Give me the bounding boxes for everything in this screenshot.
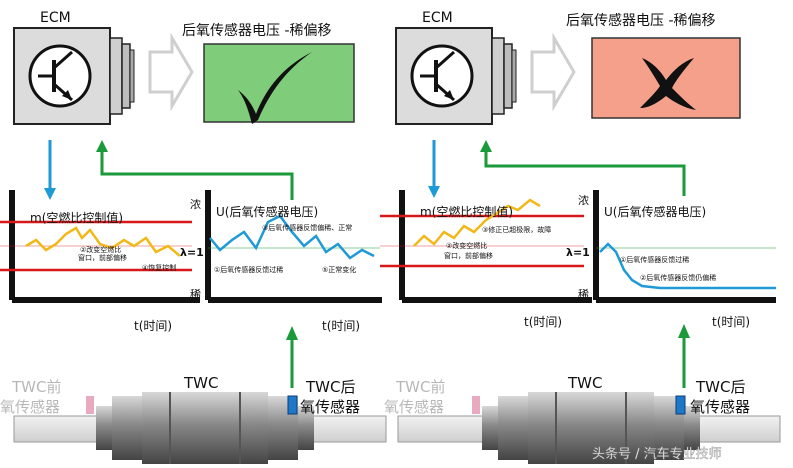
uchart-to-ecm-wire [484, 148, 686, 196]
result-box [591, 37, 741, 119]
lambda-label: λ=1 [566, 246, 590, 259]
u-annotation: ①后氧传感器反馈过稀 [214, 265, 283, 274]
u-chart-title: U(后氧传感器电压) [604, 204, 706, 219]
front-sensor-label: TWC前 [395, 378, 445, 396]
u-annotation: ②后氧传感器反馈仍偏稀 [640, 273, 716, 282]
front-sensor [472, 396, 480, 414]
flow-arrow-icon [148, 32, 194, 112]
u-annotation: ③后氧传感器反馈偏稀、正常 [262, 223, 352, 232]
front-sensor [86, 396, 94, 414]
rear-sensor-label: 氧传感器 [300, 398, 360, 416]
twc-catalyst: TWC [397, 374, 781, 464]
m-annotation: ③修正已超极限，故障 [482, 225, 551, 234]
time-label: t(时间) [712, 315, 750, 329]
u-chart: U(后氧传感器电压) 浓 稀 λ=1 ③后氧传感器反馈偏稀、正常 ①后氧传感器反… [180, 190, 382, 333]
voltage-title: 后氧传感器电压 -稀偏移 [566, 12, 716, 29]
check-icon [238, 52, 312, 124]
voltage-title: 后氧传感器电压 -稀偏移 [182, 22, 332, 39]
wire-arrow-icon [428, 186, 440, 198]
m-annotation: ②改变空燃比 [80, 245, 121, 254]
time-label: t(时间) [524, 315, 562, 329]
m-annotation: ④恢复控制 [142, 263, 176, 272]
u-chart: U(后氧传感器电压) 浓 稀 λ=1 ①后氧传感器反馈过稀 ②后氧传感器反馈仍偏… [566, 190, 776, 329]
u-axis-bottom: 稀 [190, 288, 201, 301]
panel-right: ECM 后氧传感器电压 -稀偏移 m(空燃比控制值) ②改变空燃比 窗口，前部偏… [380, 10, 781, 464]
front-sensor-label: TWC前 [11, 378, 61, 396]
front-sensor-label: 氧传感器 [0, 398, 60, 416]
cross-icon [640, 58, 696, 110]
panel-left: ECM 后氧传感器电压 -稀偏移 m(空燃比控制值) ②改变空燃比 窗口，前部偏… [0, 10, 387, 464]
rear-sensor-label: 氧传感器 [690, 398, 750, 416]
u-axis-top: 浓 [190, 198, 201, 211]
transistor-icon [410, 44, 474, 108]
m-annotation: 窗口，前部偏移 [78, 253, 127, 262]
twc-label: TWC [183, 374, 218, 392]
flow-arrow-icon [530, 32, 576, 112]
uchart-to-ecm-wire [100, 148, 294, 200]
m-annotation: 窗口，前部偏移 [444, 251, 493, 260]
wire-arrow-icon [96, 140, 108, 152]
u-annotation: ⑤正常变化 [322, 265, 356, 274]
front-sensor-label: 氧传感器 [384, 398, 444, 416]
wire-arrow-icon [480, 140, 492, 152]
m-chart: m(空燃比控制值) ②改变空燃比 窗口，前部偏移 ④恢复控制 t(时间) [0, 190, 200, 333]
u-chart-title: U(后氧传感器电压) [216, 204, 318, 219]
m-chart-title: m(空燃比控制值) [420, 204, 513, 219]
time-label: t(时间) [134, 319, 172, 333]
rear-sensor [675, 395, 686, 415]
ecm-module: ECM [13, 10, 135, 125]
m-chart: m(空燃比控制值) ②改变空燃比 窗口，前部偏移 ③修正已超极限，故障 t(时间… [380, 190, 592, 329]
lambda-label: λ=1 [180, 246, 204, 259]
wire-arrow-icon [678, 324, 690, 338]
ecm-module: ECM [395, 10, 517, 125]
u-annotation: ①后氧传感器反馈过稀 [620, 255, 689, 264]
ecm-label: ECM [422, 10, 453, 26]
u-axis-top: 浓 [578, 194, 589, 207]
m-chart-title: m(空燃比控制值) [30, 210, 123, 225]
watermark: 头条号 / 汽车专业技师 [592, 446, 722, 462]
wire-arrow-icon [44, 188, 56, 200]
rear-sensor-label: TWC后 [695, 378, 745, 396]
u-axis-bottom: 稀 [578, 288, 589, 301]
transistor-icon [28, 44, 92, 108]
ecm-label: ECM [40, 10, 71, 26]
m-annotation: ②改变空燃比 [446, 241, 487, 250]
time-label: t(时间) [322, 319, 360, 333]
wire-arrow-icon [286, 326, 298, 340]
twc-label: TWC [567, 374, 602, 392]
rear-sensor [287, 395, 298, 415]
rear-sensor-label: TWC后 [305, 378, 355, 396]
